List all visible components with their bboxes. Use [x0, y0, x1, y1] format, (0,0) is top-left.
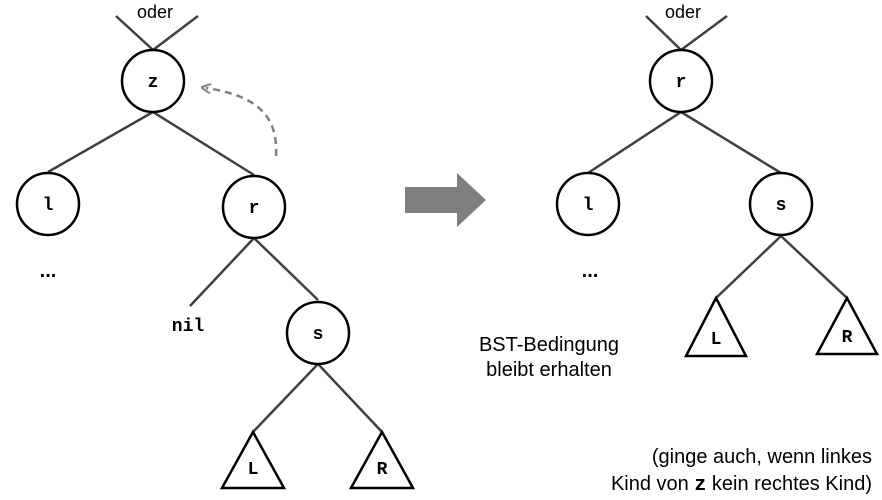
subtree-R2 [814, 295, 880, 356]
edge-r-nil [189, 237, 255, 307]
node-r [221, 174, 287, 240]
edge-z-r [152, 110, 255, 177]
left-parent-edge-b [152, 15, 199, 51]
node-r-label: r [249, 199, 260, 219]
left-parent-edge-a [115, 15, 154, 51]
subtree-L [219, 429, 287, 490]
node-l2 [555, 171, 621, 237]
nil-label: nil [172, 317, 205, 337]
edge-s2-R2 [780, 235, 848, 299]
node-l2-label: l [583, 196, 594, 216]
right-parent-edge-b [680, 14, 728, 52]
right-tree: oder r l s ... L R [555, 2, 880, 358]
bst-caption-line2: bleibt erhalten [486, 359, 612, 381]
bst-caption-line1: BST-Bedingung [479, 334, 619, 356]
right-top-label: oder [665, 2, 701, 22]
edge-s-R [317, 363, 383, 433]
right-ellipsis: ... [582, 260, 599, 282]
edge-r2-s2 [680, 110, 782, 175]
note-line2-b: kein rechtes Kind) [706, 473, 872, 495]
subtree-R [348, 429, 416, 490]
subtree-R-label: R [377, 460, 388, 480]
node-l [15, 171, 81, 237]
left-top-label: oder [137, 2, 173, 22]
subtree-L-label: L [248, 460, 259, 480]
node-z [120, 48, 186, 114]
right-parent-edge-a [645, 15, 682, 51]
node-s [285, 300, 351, 366]
node-l-label: l [43, 196, 54, 216]
note-line2-code: z [694, 474, 706, 497]
node-r2 [648, 48, 714, 114]
node-s-label: s [313, 325, 324, 345]
edge-r-s [253, 237, 319, 301]
edge-r2-l2 [587, 110, 682, 175]
left-tree: oder z l r ... nil s L R [15, 2, 416, 490]
node-s2 [748, 171, 814, 237]
edge-s-L [252, 363, 319, 433]
node-s2-label: s [776, 196, 787, 216]
note-line2: Kind von z kein rechtes Kind) [611, 473, 872, 497]
node-z-label: z [148, 73, 159, 93]
subtree-R2-label: R [842, 328, 853, 348]
edge-s2-L2 [715, 235, 782, 299]
node-r2-label: r [676, 73, 687, 93]
dashed-move-arrow [206, 88, 278, 157]
left-ellipsis: ... [40, 260, 57, 282]
transform-arrow [405, 173, 486, 227]
subtree-L2-label: L [711, 330, 722, 350]
subtree-L2 [683, 295, 749, 358]
note-line1: (ginge auch, wenn linkes [652, 446, 872, 468]
edge-z-l [47, 110, 154, 174]
note-line2-a: Kind von [611, 473, 694, 495]
